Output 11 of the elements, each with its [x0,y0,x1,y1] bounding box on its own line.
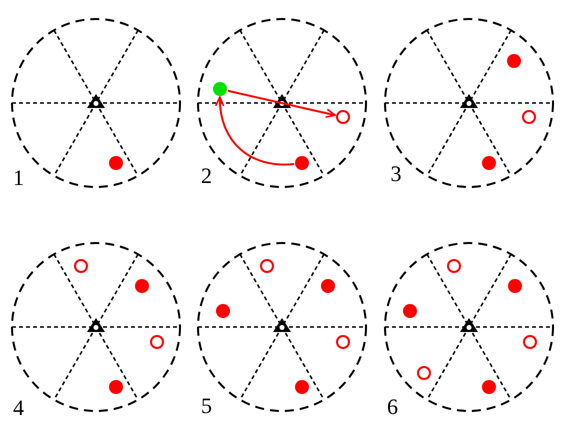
panel-number: 1 [13,166,24,188]
arrow [228,90,336,118]
panel-number: 6 [387,396,398,418]
dot-icon [295,156,309,170]
curved-arrow [215,96,294,166]
panel-number: 3 [390,163,402,185]
ring-icon [336,110,350,124]
panel-number: 2 [201,165,212,187]
panel-number: 4 [13,396,24,418]
panel-number: 5 [201,395,212,417]
dot-icon [213,82,227,96]
